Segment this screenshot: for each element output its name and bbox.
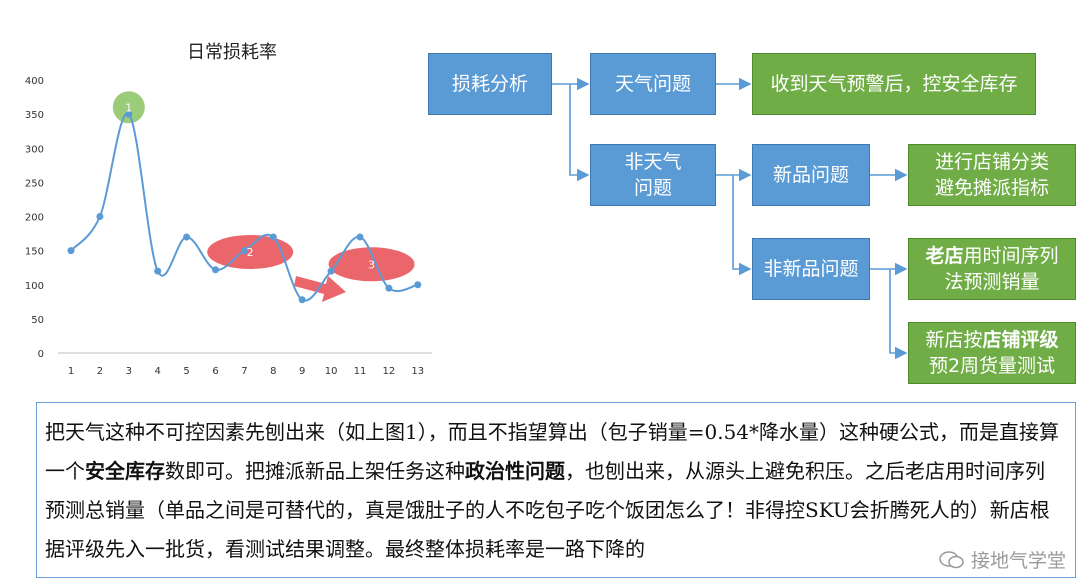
weather-box: 天气问题 [590,53,716,115]
desc-bold-1: 安全库存 [85,459,165,483]
weather-action-box: 收到天气预警后，控安全库存 [752,53,1036,115]
y-tick-label: 400 [25,76,44,87]
new-store-action-line-1: 新店按店铺评级 [925,327,1058,353]
data-point [414,281,422,289]
annotation-label-1: 1 [125,101,132,114]
data-point [154,267,162,275]
watermark-text: 接地气学堂 [970,550,1066,572]
chart-title: 日常损耗率 [187,42,277,63]
x-tick-label: 13 [411,366,424,377]
y-tick-label: 300 [25,144,44,155]
desc-bold-2: 政治性问题 [465,459,565,483]
x-tick-label: 9 [299,366,305,377]
new-product-action-line-1: 进行店铺分类 [934,151,1049,173]
x-tick-label: 4 [155,366,161,377]
x-tick-label: 3 [126,366,132,377]
x-tick-label: 8 [270,366,276,377]
watermark: 接地气学堂 [939,546,1066,573]
description-box: 把天气这种不可控因素先刨出来（如上图1），而且不指望算出（包子销量=0.54*降… [36,402,1076,578]
arrow-nonnew-newstore [889,269,908,360]
desc-part-3: ，也刨出来，从源头上避免积压。之后老店用时间序列预测总销量（单品之间是可替代的，… [45,459,1050,561]
y-tick-label: 200 [25,213,44,224]
annotation-marker-1 [112,91,145,124]
root-box: 损耗分析 [428,53,552,115]
x-tick-label: 1 [68,366,74,377]
x-tick-label: 10 [325,366,338,377]
x-tick-label: 2 [97,366,103,377]
non-weather-box: 非天气 问题 [590,144,716,206]
new-store-action-line-2: 预2周货量测试 [928,355,1056,377]
data-point [240,247,248,255]
non-weather-line-1: 非天气 [624,151,682,173]
new-store-pre: 新店按 [925,329,983,351]
old-store-bold: 老店 [925,245,964,267]
old-store-rest: 用时间序列 [963,245,1059,267]
x-tick-label: 7 [241,366,247,377]
y-tick-label: 350 [25,110,44,121]
data-point [269,233,277,241]
new-product-box: 新品问题 [752,144,870,206]
non-weather-line-2: 问题 [633,177,672,199]
old-store-action-line-1: 老店用时间序列 [925,243,1058,269]
data-point [356,233,364,241]
new-store-bold: 店铺评级 [982,329,1059,351]
arrow-root-nonweather [569,84,590,182]
new-product-action-box: 进行店铺分类 避免摊派指标 [908,144,1076,206]
data-point [327,267,335,275]
data-point [385,284,393,292]
annotation-marker-2 [207,234,294,269]
data-point [298,296,306,304]
desc-part-2: 数即可。把摊派新品上架任务这种 [165,459,465,483]
trend-arrow [294,276,346,302]
x-tick-label: 5 [183,366,189,377]
y-tick-label: 150 [25,247,44,258]
old-store-action-line-2: 法预测销量 [944,271,1040,293]
data-point [183,233,191,241]
wechat-icon [939,550,964,568]
annotation-label-3: 3 [368,258,375,271]
y-tick-label: 100 [25,281,44,292]
non-new-product-box: 非新品问题 [752,238,870,300]
y-tick-label: 50 [31,315,44,326]
data-point [125,110,133,118]
new-store-action-box: 新店按店铺评级 预2周货量测试 [908,322,1076,384]
data-point [212,266,219,274]
data-point [67,247,75,255]
annotation-marker-3 [328,247,415,282]
y-tick-label: 250 [25,178,44,189]
desc-part-1: 把天气这种不可控因素先刨出来（如上图1），而且不指望算出（包子销量=0.54*降… [45,420,1060,483]
annotation-label-2: 2 [247,246,254,259]
y-tick-label: 0 [38,349,44,360]
x-tick-label: 6 [212,366,218,377]
data-point [96,213,104,220]
new-product-action-line-2: 避免摊派指标 [934,177,1049,199]
x-tick-label: 11 [354,366,367,377]
arrow-nonweather-nonnew [732,175,752,276]
x-tick-label: 12 [383,366,396,377]
old-store-action-box: 老店用时间序列 法预测销量 [908,238,1076,300]
